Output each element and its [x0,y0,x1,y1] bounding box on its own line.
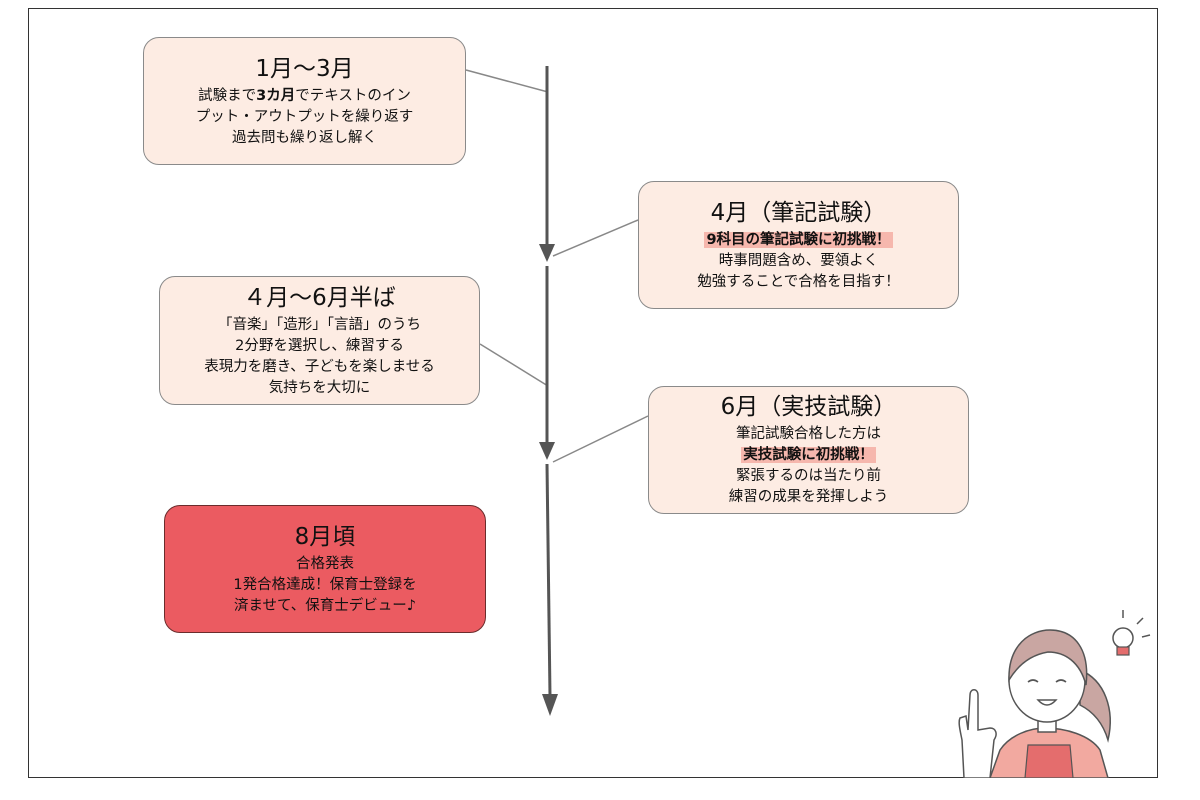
step-box-june-practical-exam: 6月（実技試験） 筆記試験合格した方は 実技試験に初挑戦！ 緊張するのは当たり前… [648,386,969,514]
step-line-highlight: 9科目の筆記試験に初挑戦！ [704,231,893,248]
timeline-arrow-3 [542,463,558,716]
lightbulb-icon [1112,610,1151,656]
step-title: 8月頃 [294,523,356,550]
connector-step-4 [552,415,649,463]
timeline-arrow-1 [539,66,555,262]
step-line: 「音楽」「造形」「言語」のうち [218,316,421,333]
step-line: 済ませて、保育士デビュー♪ [233,597,417,614]
step-title: 4月（筆記試験） [710,199,887,226]
step-line: 気持ちを大切に [268,379,371,396]
step-line: 試験まで3カ月でテキストのイン [198,87,411,104]
step-line: 筆記試験合格した方は [736,426,881,442]
woman-pointing-icon [958,610,1151,778]
step-line: 表現力を磨き、子どもを楽しませる [204,358,435,375]
step-line: プット・アウトプットを繰り返す [195,108,414,125]
step-line-highlight: 実技試験に初挑戦！ [741,447,876,463]
timeline-arrow-2 [539,266,555,460]
step-box-jan-mar: 1月〜3月 試験まで3カ月でテキストのイン プット・アウトプットを繰り返す 過去… [143,37,466,165]
step-line: 時事問題含め、要領よく [718,252,879,269]
step-line: 合格発表 [296,555,354,572]
step-line: 2分野を選択し、練習する [235,337,404,354]
step-title: ４月〜6月半ば [243,284,396,311]
step-box-august-result: 8月頃 合格発表 1発合格達成！保育士登録を 済ませて、保育士デビュー♪ [164,505,486,633]
step-line: 1発合格達成！保育士登録を [233,576,417,593]
step-line: 緊張するのは当たり前 [736,468,881,484]
diagram-frame [28,8,1158,778]
step-box-apr-jun: ４月〜6月半ば 「音楽」「造形」「言語」のうち 2分野を選択し、練習する 表現力… [159,276,480,405]
step-title: 6月（実技試験） [720,394,897,420]
connector-step-3 [479,343,549,387]
step-title: 1月〜3月 [255,55,354,82]
connector-step-1 [465,69,549,93]
connector-step-2 [552,219,639,257]
step-box-april-written-exam: 4月（筆記試験） 9科目の筆記試験に初挑戦！ 時事問題含め、要領よく 勉強するこ… [638,181,959,309]
step-line: 勉強することで合格を目指す！ [697,273,900,290]
step-line: 過去問も繰り返し解く [232,129,377,146]
step-line: 練習の成果を発揮しよう [728,489,889,505]
